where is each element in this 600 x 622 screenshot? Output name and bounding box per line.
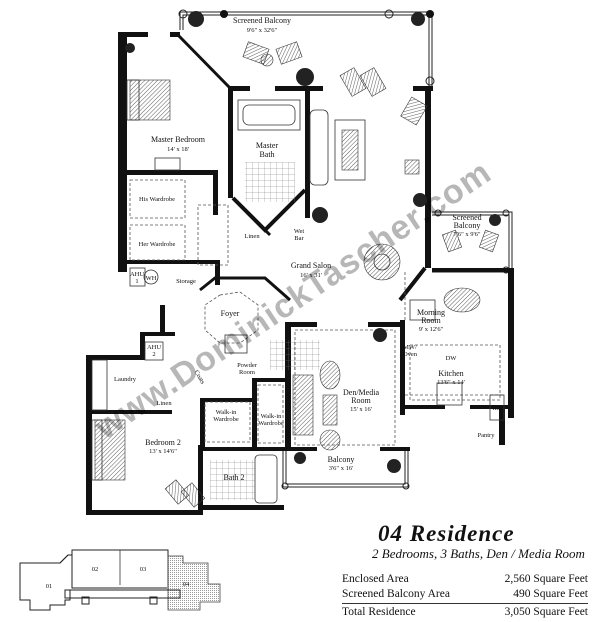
bath2-label: Bath 2	[223, 473, 244, 482]
ref-label: Ref	[492, 405, 502, 412]
wh-label: WH	[146, 275, 157, 282]
morning-room-label-2: Room	[421, 316, 441, 325]
den-label-1: Den/Media	[343, 388, 379, 397]
screened-balcony-size: 9'6" x 32'6"	[247, 27, 278, 34]
morning-room-size: 9' x 12'6"	[419, 326, 444, 333]
ahu1-label-1: AHU	[130, 271, 144, 278]
area-row-total: Total Residence 3,050 Square Feet	[342, 606, 588, 618]
area-label: Enclosed Area	[342, 573, 409, 585]
linen-laundry-label: Linen	[156, 400, 172, 407]
screened-balcony-small-label-2: Balcony	[454, 221, 481, 230]
key-plan-unit-02: 02	[92, 566, 99, 573]
screened-balcony-label: Screened Balcony	[233, 16, 291, 25]
ahu1-label-2: 1	[135, 278, 138, 285]
foyer-label: Foyer	[221, 309, 240, 318]
furniture	[91, 41, 500, 508]
grand-salon-size: 16' x 31'	[300, 272, 322, 279]
master-bath-label-2: Bath	[259, 150, 274, 159]
area-row: Screened Balcony Area 490 Square Feet	[342, 588, 588, 600]
ahu2-label-2: 2	[152, 351, 155, 358]
area-label: Total Residence	[342, 606, 416, 618]
balcony-label: Balcony	[328, 455, 355, 464]
area-value: 490 Square Feet	[513, 588, 588, 600]
wet-bar-label-1: Wet	[294, 228, 304, 235]
den-size: 15' x 16'	[350, 406, 372, 413]
kitchen-label: Kitchen	[438, 369, 463, 378]
residence-subtitle: 2 Bedrooms, 3 Baths, Den / Media Room	[372, 546, 585, 561]
wet-bar-label-2: Bar	[294, 235, 304, 242]
her-wardrobe-label: Her Wardrobe	[139, 241, 176, 248]
screened-balcony-small-label-1: Screened	[452, 213, 481, 222]
area-label: Screened Balcony Area	[342, 588, 450, 600]
interior-lines	[91, 99, 505, 504]
screened-balcony-main-railing	[178, 9, 435, 90]
area-value: 3,050 Square Feet	[504, 606, 588, 618]
walkin-wardrobe-1-label-2: Wardrobe	[213, 416, 239, 423]
walkin-wardrobe-2-label-2: Wardrobe	[258, 420, 284, 427]
plants	[125, 11, 501, 473]
area-value: 2,560 Square Feet	[504, 573, 588, 585]
linen-label: Linen	[244, 233, 260, 240]
screened-balcony-small-size: 7'6" x 9'6"	[453, 231, 480, 238]
ahu2-label-1: AHU	[147, 344, 161, 351]
area-row: Enclosed Area 2,560 Square Feet	[342, 573, 588, 585]
kitchen-size: 13'6" x 14'	[437, 379, 465, 386]
key-plan-unit-04: 04	[183, 581, 190, 588]
powder-room-label-2: Room	[239, 369, 255, 376]
key-plan: 01 02 03 04	[19, 549, 221, 611]
residence-title: 04 Residence	[378, 521, 515, 546]
morning-room-label-1: Morning	[417, 308, 445, 317]
pantry-label: Pantry	[478, 432, 496, 439]
walls	[86, 32, 514, 515]
key-plan-unit-01: 01	[46, 583, 53, 590]
grand-salon-label: Grand Salon	[291, 261, 331, 270]
key-plan-unit-03: 03	[140, 566, 147, 573]
powder-room-label-1: Powder	[237, 362, 258, 369]
mw-oven-label-2: Oven	[403, 351, 418, 358]
master-bath-label-1: Master	[256, 141, 279, 150]
walkin-wardrobe-2-label-1: Walk-in	[261, 413, 283, 420]
bedroom2-label: Bedroom 2	[145, 438, 181, 447]
laundry-label: Laundry	[114, 376, 137, 383]
master-bedroom-label: Master Bedroom	[151, 135, 206, 144]
bedroom2-size: 13' x 14'6"	[149, 448, 177, 455]
balcony-size: 3'6" x 16'	[329, 465, 354, 472]
divider	[342, 603, 588, 604]
den-label-2: Room	[351, 396, 371, 405]
his-wardrobe-label: His Wardrobe	[139, 196, 175, 203]
mw-oven-label-1: MW/	[403, 344, 417, 351]
dw-label: DW	[446, 355, 458, 362]
walkin-wardrobe-1-label-1: Walk-in	[216, 409, 238, 416]
storage-label: Storage	[176, 278, 196, 285]
room-labels: Screened Balcony 9'6" x 32'6" Master Bed…	[114, 16, 503, 482]
master-bedroom-size: 14' x 18'	[167, 146, 189, 153]
